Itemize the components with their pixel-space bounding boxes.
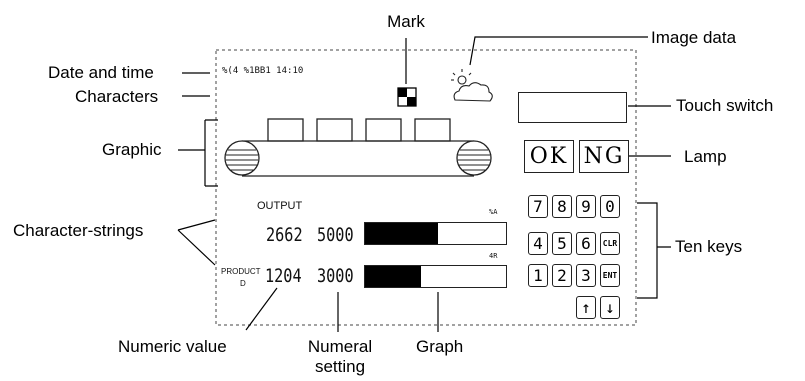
key-6[interactable]: 6 — [576, 232, 596, 255]
key-up-arrow[interactable]: ↑ — [576, 296, 596, 319]
key-5[interactable]: 5 — [552, 232, 572, 255]
callout-numeric-value: Numeric value — [118, 338, 227, 355]
output-graph-fill — [365, 223, 438, 244]
callout-numeral-setting: Numeral setting — [296, 338, 384, 375]
lamp-ng: NG — [579, 140, 629, 173]
callout-graph: Graph — [416, 338, 463, 355]
callout-image-data: Image data — [651, 29, 736, 46]
output-numeric-value: 2662 — [266, 226, 303, 245]
callout-graphic: Graphic — [102, 141, 162, 158]
key-9[interactable]: 9 — [576, 195, 596, 218]
product-numeric-value: 1204 — [265, 267, 302, 286]
callout-lamp: Lamp — [684, 148, 727, 165]
leader-character-strings — [178, 220, 215, 265]
callout-ten-keys: Ten keys — [675, 238, 742, 255]
product-label-line1: PRODUCT — [221, 268, 261, 276]
leader-image-data — [470, 37, 648, 65]
callout-mark: Mark — [380, 13, 432, 30]
touch-switch[interactable] — [518, 92, 627, 123]
output-graph — [364, 222, 507, 245]
callout-character-strings: Character-strings — [13, 222, 143, 239]
conveyor-graphic — [225, 119, 491, 176]
key-down-arrow[interactable]: ↓ — [600, 296, 620, 319]
key-7[interactable]: 7 — [528, 195, 548, 218]
callout-touch-switch: Touch switch — [676, 97, 773, 114]
weather-icon — [451, 69, 492, 101]
leader-ten-keys — [637, 203, 671, 298]
key-3[interactable]: 3 — [576, 264, 596, 287]
lamp-ok: OK — [524, 140, 574, 173]
callout-characters: Characters — [75, 88, 158, 105]
key-0[interactable]: 0 — [600, 195, 620, 218]
key-4[interactable]: 4 — [528, 232, 548, 255]
screen-datetime: %(4 %1BB1 14:10 — [222, 67, 303, 76]
leader-numeric-value — [246, 288, 277, 330]
product-graph-fill — [365, 266, 421, 287]
product-numeral-setting: 3000 — [317, 267, 354, 286]
callout-numeral-setting-line2: setting — [296, 358, 384, 375]
key-enter[interactable]: ENT — [600, 264, 620, 287]
mark-icon — [398, 88, 416, 106]
output-label: OUTPUT — [257, 201, 302, 212]
callout-date-and-time: Date and time — [48, 64, 154, 81]
output-unit: %A — [489, 209, 497, 216]
key-clear[interactable]: CLR — [600, 232, 620, 255]
key-2[interactable]: 2 — [552, 264, 572, 287]
output-numeral-setting: 5000 — [317, 226, 354, 245]
product-label-line2: D — [240, 280, 246, 288]
product-graph — [364, 265, 507, 288]
key-1[interactable]: 1 — [528, 264, 548, 287]
leader-graphic — [178, 120, 218, 186]
key-8[interactable]: 8 — [552, 195, 572, 218]
callout-numeral-setting-line1: Numeral — [296, 338, 384, 355]
product-unit: 4R — [489, 253, 497, 260]
